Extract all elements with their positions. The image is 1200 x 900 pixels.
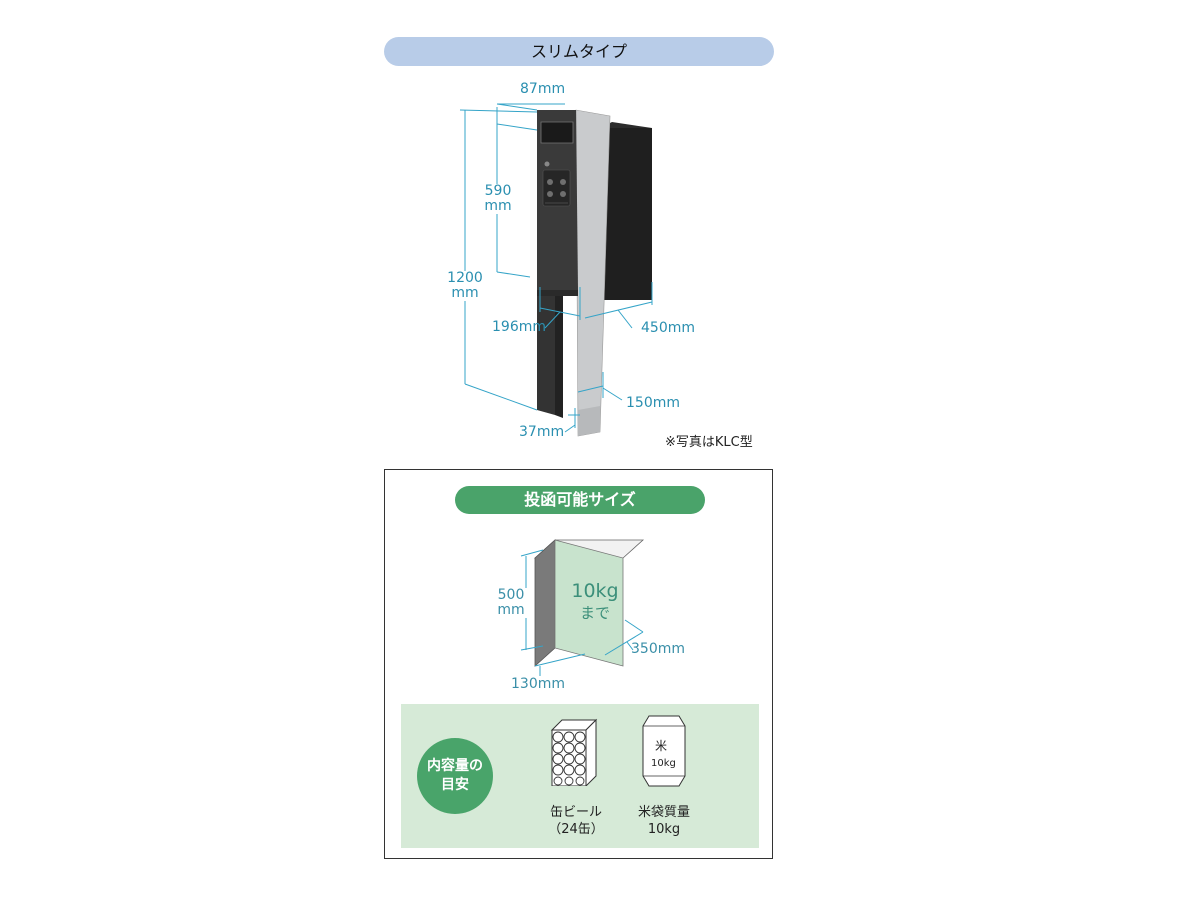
weight-limit-label: 10kg まで [555,580,635,624]
dim-inner-height-value: 590 [484,183,512,199]
dim-inner-height: 590 mm [478,184,518,214]
dim-base-depth: 150mm [626,395,680,411]
rice-label: 米袋質量 10kg [609,804,719,838]
contents-panel: 内容量の 目安 米 10kg 缶ビール （24缶） [401,704,759,848]
cap-dim-height-value: 500 [497,587,525,603]
rice-label-line1: 米袋質量 [637,805,690,820]
weight-limit-suffix: まで [579,604,610,622]
contents-badge-line1: 内容量の [427,758,483,774]
mailbox-side-panel [575,109,611,437]
dim-depth: 450mm [641,320,695,336]
weight-limit-value: 10kg [571,580,619,602]
beer-label: 缶ビール （24缶） [521,804,631,838]
beer-label-line2: （24缶） [548,822,604,837]
mailbox-slot [540,121,574,144]
parcel-box-illustration [520,539,645,676]
beer-cans-icon [550,718,598,786]
rice-label-line2: 10kg [647,822,681,837]
product-illustration [459,103,653,437]
rice-bag-mark: 米 [655,739,667,753]
dim-inner-height-unit: mm [484,198,512,214]
mailbox-leg-front [537,290,555,415]
dim-base-width: 37mm [519,424,565,440]
dim-width: 196mm [492,319,546,335]
title-pill: スリムタイプ [384,37,774,66]
dim-total-height-unit: mm [451,285,479,301]
photo-note: ※写真はKLC型 [665,435,753,450]
capacity-header: 投函可能サイズ [455,486,705,514]
dim-top-gap: 87mm [520,81,566,97]
intercom-panel [542,169,571,207]
cap-dim-depth: 350mm [631,641,685,657]
cap-dim-height: 500 mm [493,588,529,618]
dim-total-height: 1200 mm [441,271,489,301]
parcel-box-front [554,539,624,667]
rice-bag-weight: 10kg [651,758,676,769]
cap-dim-height-unit: mm [497,602,525,618]
contents-badge-line2: 目安 [441,777,469,793]
beer-label-line1: 缶ビール [549,805,602,820]
capacity-box: 投函可能サイズ 500 mm 350mm 130mm 10kg まで 内容量の … [384,469,773,859]
rice-bag-icon: 米 10kg [642,715,686,787]
dim-total-height-value: 1200 [447,270,483,286]
cap-dim-width: 130mm [511,676,565,692]
contents-badge: 内容量の 目安 [417,738,493,814]
mailbox-back-box [600,128,652,300]
